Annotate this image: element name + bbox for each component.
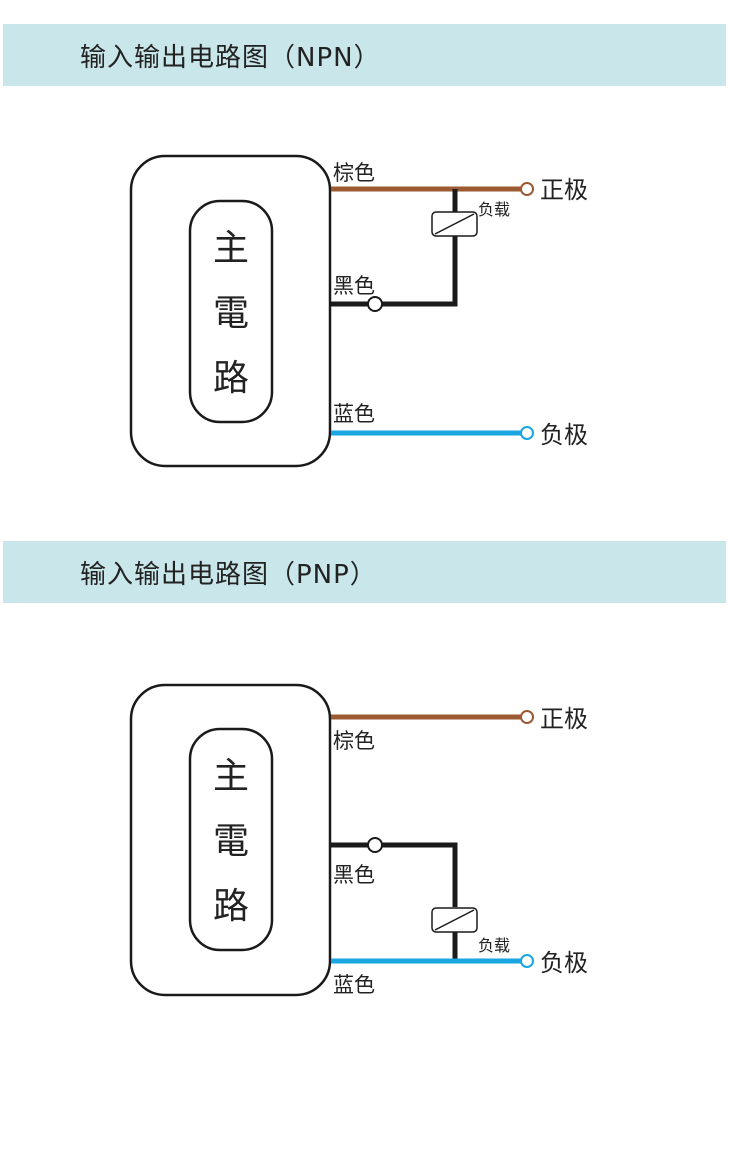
npn-circuit-char-3: 路 (213, 358, 249, 399)
pnp-black-terminal (367, 837, 383, 853)
npn-circuit-char-2: 電 (213, 293, 249, 334)
npn-black-label: 黑色 (333, 274, 375, 298)
pnp-negative-label: 负极 (540, 949, 588, 977)
pnp-title: 输入输出电路图（PNP） (80, 560, 377, 590)
pnp-positive-terminal (520, 710, 534, 724)
pnp-circuit-char-2: 電 (213, 821, 249, 862)
npn-blue-label: 蓝色 (333, 402, 375, 426)
npn-positive-label: 正极 (540, 176, 588, 204)
npn-brown-label: 棕色 (333, 161, 375, 185)
npn-diagram: 主 電 路 棕色 正极 负载 黑色 蓝色 负极 (129, 154, 588, 468)
npn-load-label: 负载 (478, 200, 510, 219)
npn-negative-terminal (520, 426, 534, 440)
pnp-main-box (129, 683, 332, 997)
pnp-inner-pill (188, 727, 274, 952)
pnp-diagram: 主 電 路 棕色 正极 黑色 负载 蓝色 负极 (129, 683, 588, 997)
pnp-blue-label: 蓝色 (333, 973, 375, 997)
npn-negative-label: 负极 (540, 421, 588, 449)
npn-load-slash (434, 213, 475, 235)
npn-inner-pill (188, 199, 274, 424)
pnp-positive-label: 正极 (540, 705, 588, 733)
npn-main-box (129, 154, 332, 468)
npn-header-band: 输入输出电路图（NPN） (3, 24, 726, 86)
pnp-brown-label: 棕色 (333, 729, 375, 753)
pnp-header-band: 输入输出电路图（PNP） (3, 541, 726, 603)
npn-black-terminal (367, 296, 383, 312)
pnp-load-slash (434, 909, 475, 931)
pnp-black-label: 黑色 (333, 863, 375, 887)
pnp-circuit-char-1: 主 (213, 756, 249, 797)
npn-title: 输入输出电路图（NPN） (80, 43, 381, 73)
npn-positive-terminal (520, 182, 534, 196)
pnp-negative-terminal (520, 954, 534, 968)
pnp-circuit-char-3: 路 (213, 886, 249, 927)
npn-circuit-char-1: 主 (213, 228, 249, 269)
pnp-load-label: 负载 (478, 936, 510, 955)
